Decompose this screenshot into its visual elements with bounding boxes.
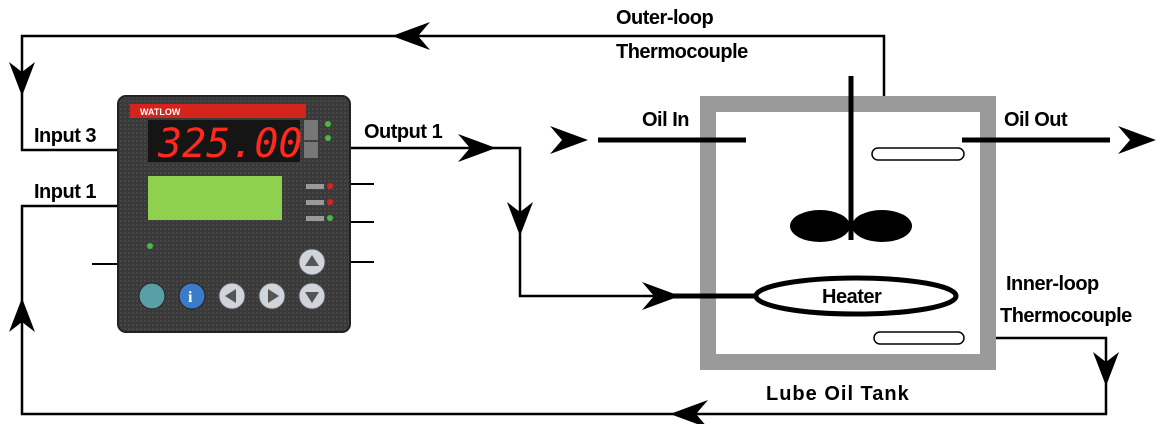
inner-loop-wire [9,204,1119,424]
arrow-down-icon [9,62,35,96]
info-button[interactable] [178,282,206,310]
output1-label: Output 1 [364,121,443,143]
inner-loop-label-2: Thermocouple [1000,305,1132,327]
oil-out-pipe [962,126,1156,154]
home-button[interactable] [138,282,166,310]
lcd-panel [148,176,282,220]
outer-thermocouple-probe [871,147,965,161]
controller-buttons[interactable]: i [138,248,326,310]
inner-loop-label-1: Inner-loop [1006,273,1099,295]
brand-name: WATLOW [140,107,181,117]
down-arrow-icon [305,292,319,303]
arrow-left-icon [670,400,708,424]
info-icon: i [188,289,193,306]
status-leds [147,183,333,249]
controller-terminal-stubs [92,183,374,265]
arrow-left-icon [392,22,430,50]
oil-out-label: Oil Out [1004,109,1068,131]
inner-thermocouple-probe [873,331,965,345]
arrow-right-icon [642,282,680,310]
led-display [148,120,300,162]
arrow-right-icon [458,134,496,162]
outer-loop-wire [9,22,886,160]
tank-label: Lube Oil Tank [766,383,910,405]
oil-in-pipe [550,126,746,154]
brand-bar [130,104,306,118]
arrow-up-icon [9,298,35,332]
outer-loop-label-1: Outer-loop [616,7,713,29]
arrow-down-icon [1093,352,1119,386]
output1-wire [350,134,762,310]
oil-in-label: Oil In [642,109,689,131]
lube-oil-tank [700,96,996,370]
arrow-right-icon [1118,126,1156,154]
heater-element [670,275,959,317]
input3-label: Input 3 [34,125,96,147]
arrow-down-icon [507,202,533,236]
outer-loop-label-2: Thermocouple [616,41,748,63]
display-value: 325.00 [157,121,303,167]
input1-label: Input 1 [34,181,96,203]
mixer-icon [790,76,912,242]
right-arrow-icon [268,289,279,303]
watlow-controller: WATLOW 325.00 i [117,95,351,333]
left-arrow-icon [225,289,236,303]
heater-label: Heater [822,286,882,308]
up-arrow-icon [305,255,319,266]
arrow-right-icon [550,126,588,154]
